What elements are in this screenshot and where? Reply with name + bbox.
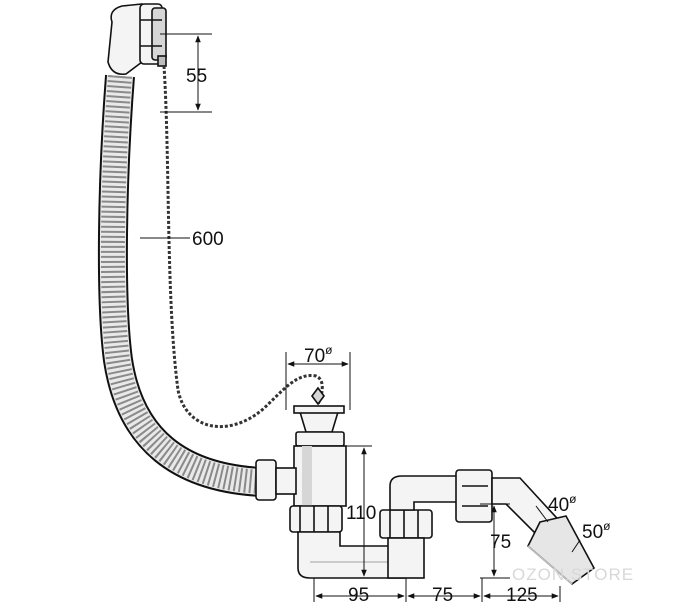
watermark: OZON.STORE <box>512 565 634 584</box>
dimension-50-value: 50 <box>582 522 603 543</box>
diameter-symbol: ø <box>603 519 611 533</box>
dimension-95-label: 95 <box>348 585 369 605</box>
dimension-125-label: 125 <box>506 585 538 605</box>
dimension-50-label: 50ø <box>582 519 611 543</box>
dimension-70-value: 70 <box>304 346 325 367</box>
dimension-40-value: 40 <box>548 495 569 516</box>
dimension-75-vertical-label: 75 <box>490 532 511 553</box>
drain-plug <box>293 386 345 433</box>
dimension-75-base-label: 75 <box>432 585 453 605</box>
dimension-110-label: 110 <box>346 503 376 524</box>
diameter-symbol: ø <box>325 343 333 357</box>
diameter-symbol: ø <box>569 492 577 506</box>
trap-body <box>255 431 596 586</box>
dimension-600-label: 600 <box>192 229 224 250</box>
dimension-70-label: 70ø <box>304 343 333 367</box>
overflow-head <box>107 3 167 76</box>
dimension-40-label: 40ø <box>548 492 577 516</box>
plug-chain <box>162 65 324 429</box>
dimension-lines <box>140 33 581 602</box>
hose-ribs <box>100 75 263 494</box>
dimension-55-label: 55 <box>186 66 207 87</box>
